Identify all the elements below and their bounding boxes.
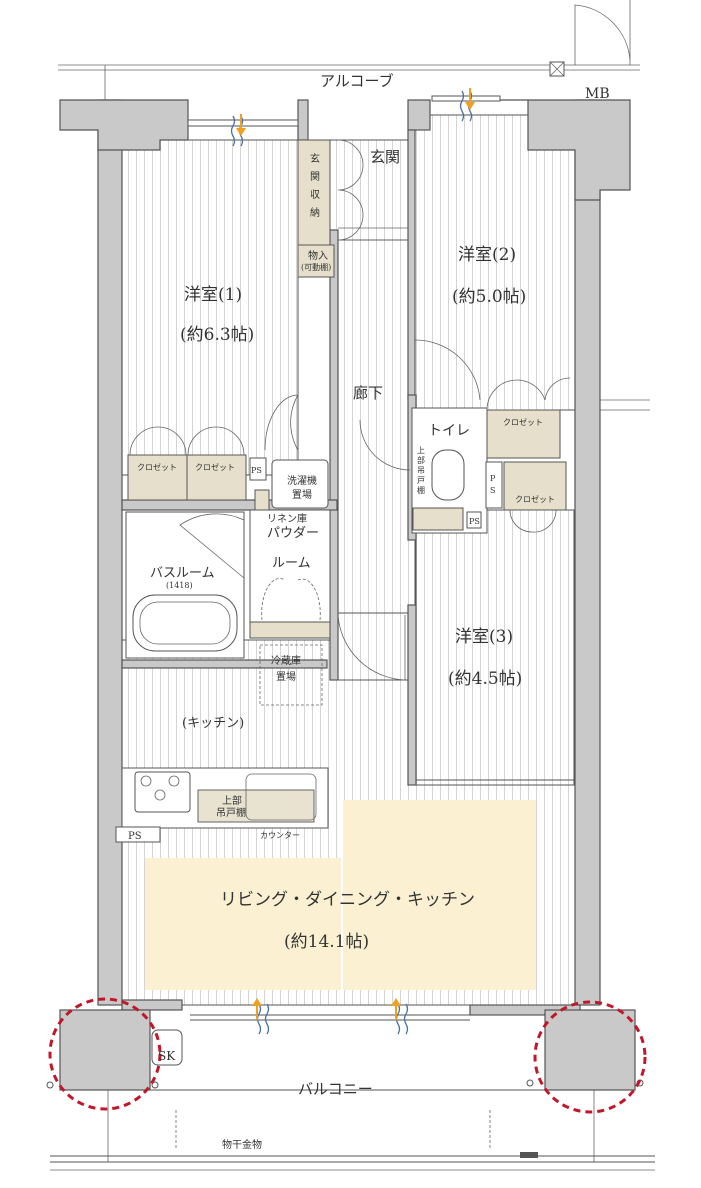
label-balcony: バルコニー: [298, 1080, 373, 1098]
label-storage: 物入: [308, 249, 328, 262]
bath-size: (1418): [166, 581, 193, 590]
hallway-floor: [334, 239, 416, 681]
label-entrance-storage-1: 玄: [310, 152, 320, 165]
label-mb: MB: [585, 86, 610, 102]
label-counter: カウンター: [260, 831, 300, 840]
room-1: [121, 139, 299, 476]
toilet-shelf-4: 戸: [417, 476, 425, 485]
toilet-shelf-2: 部: [417, 455, 425, 465]
upper-shelf-2: 吊戸棚: [216, 806, 246, 819]
ps-box-1: [249, 457, 267, 481]
powder-room: [249, 509, 331, 639]
washer-label-2: 置場: [292, 488, 312, 501]
toilet-shelf-1: 上: [417, 446, 425, 455]
ps-toilet: PS: [469, 517, 480, 526]
label-hallway: 廊下: [353, 384, 383, 402]
entrance-storage: [297, 139, 331, 246]
ventilation-arrows: [236, 88, 475, 1020]
washer-label-1: 洗濯機: [287, 474, 317, 487]
ldk-size: (約14.1帖): [284, 932, 369, 952]
ldk-name: リビング・ダイニング・キッチン: [220, 890, 475, 910]
ldk-highlight: [343, 800, 536, 990]
closet-room2: [486, 409, 561, 459]
ldk-highlight: [145, 858, 341, 990]
stove-icon: [134, 771, 191, 813]
ps-room1: PS: [251, 466, 262, 475]
label-toilet: トイレ: [428, 423, 470, 439]
column-left: [59, 1009, 151, 1091]
label-linen: リネン庫: [267, 512, 307, 525]
ps-vertical-1: P: [490, 474, 496, 483]
label-entrance-storage-2: 関: [310, 171, 320, 183]
toilet-icon: [431, 449, 465, 501]
label-powder-1: パウダー: [267, 526, 319, 541]
room2-size: (約5.0帖): [452, 287, 526, 307]
label-kitchen: (キッチン): [182, 716, 244, 731]
room3-size: (約4.5帖): [448, 669, 522, 689]
fridge-label-2: 置場: [276, 670, 296, 683]
washer-space: [271, 459, 329, 509]
fridge-label-1: 冷蔵庫: [271, 654, 301, 667]
room3-name: 洋室(3): [455, 627, 513, 647]
label-entrance: 玄関: [370, 148, 400, 166]
closet-label-1: クロゼット: [137, 462, 177, 472]
room2-name: 洋室(2): [458, 245, 516, 265]
label-entrance-storage-3: 収: [310, 189, 320, 201]
room-2: [411, 114, 576, 411]
label-drying-hardware: 物干金物: [222, 1138, 262, 1151]
toilet-shelf-5: 棚: [417, 485, 425, 495]
bathtub-icon: [132, 594, 238, 652]
ps-vertical-2: S: [490, 486, 495, 495]
label-bathroom: バスルーム: [150, 566, 215, 581]
window-room2: [431, 95, 501, 102]
room1-name: 洋室(1): [184, 285, 242, 305]
label-entrance-storage-4: 納: [310, 206, 320, 219]
closet-label-4: クロゼット: [515, 494, 555, 504]
balcony: [46, 1009, 655, 1171]
ps-kitchen: PS: [128, 831, 142, 842]
room1-size: (約6.3帖): [180, 325, 254, 345]
sink-icon: [245, 773, 317, 821]
toilet-shelf-3: 吊: [417, 466, 425, 475]
highlight-circle-right: [533, 1000, 647, 1114]
highlight-circle-left: [48, 997, 162, 1111]
ps-box-kitchen: [115, 826, 161, 843]
label-storage-sub: (可動棚): [301, 262, 331, 272]
storage-closet: [297, 244, 335, 278]
room-3: [415, 509, 575, 786]
walls: [59, 97, 631, 1021]
label-sk: SK: [158, 1049, 176, 1063]
closet-label-3: クロゼット: [503, 417, 543, 427]
closet-room3: [503, 461, 567, 511]
upper-shelf-1: 上部: [222, 794, 242, 807]
label-powder-2: ルーム: [272, 556, 311, 571]
fridge-space: [259, 644, 323, 706]
closet-label-2: クロゼット: [195, 462, 235, 472]
label-alcove: アルコーブ: [320, 72, 394, 90]
column-right: [544, 1009, 636, 1091]
